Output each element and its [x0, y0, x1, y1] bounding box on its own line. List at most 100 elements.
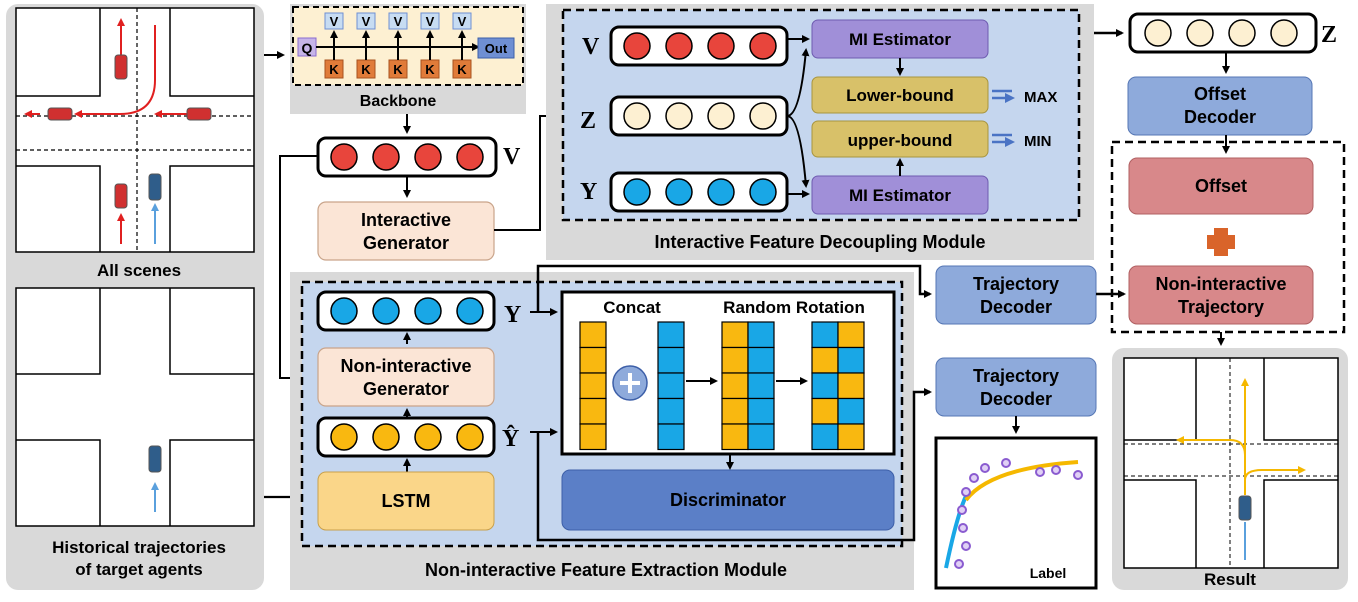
feature-node — [749, 32, 777, 60]
decoupling-z-nodes — [623, 102, 777, 130]
grid-cell — [579, 397, 607, 425]
discriminator-box — [561, 469, 895, 531]
feature-node — [372, 297, 400, 325]
grid-cell — [579, 346, 607, 374]
feature-node — [623, 102, 651, 130]
svg-text:MI Estimator: MI Estimator — [849, 186, 951, 205]
discriminator-label: Discriminator — [670, 490, 786, 510]
svg-text:Q: Q — [302, 40, 313, 56]
value-token — [324, 12, 344, 30]
trajectory-decoder-top-line1: Trajectory — [973, 274, 1059, 294]
grid-cell — [747, 346, 775, 374]
trajectory-decoder-bottom-line1: Trajectory — [973, 366, 1059, 386]
feature-node — [1270, 19, 1298, 47]
offset-decoder — [1127, 76, 1313, 136]
feature-node — [456, 297, 484, 325]
key-token-label: K — [457, 62, 467, 77]
v-symbol: V — [503, 144, 521, 170]
grid-cell — [657, 346, 685, 374]
trajectory-decoder-bottom-line2: Decoder — [980, 389, 1052, 409]
feature-node — [1186, 19, 1214, 47]
grid-cell — [721, 423, 749, 451]
feature-node — [665, 32, 693, 60]
trajectory-decoder-top-line2: Decoder — [980, 297, 1052, 317]
z-output-box — [1128, 12, 1318, 54]
feature-node — [749, 102, 777, 130]
decoupling-z-symbol: Z — [580, 108, 596, 134]
decoupling-y-box — [609, 171, 789, 213]
grid-cell — [811, 321, 839, 349]
feature-node — [330, 423, 358, 451]
grid-cell — [837, 372, 865, 400]
feature-node — [665, 178, 693, 206]
feature-node — [749, 178, 777, 206]
upper-bound-box — [811, 120, 989, 158]
value-token-label: V — [426, 14, 435, 29]
feature-node — [414, 423, 442, 451]
min-label: MIN — [1024, 133, 1052, 150]
value-token — [388, 12, 408, 30]
plus-icon — [1207, 228, 1235, 256]
value-token-label: V — [458, 14, 467, 29]
lstm-label: LSTM — [382, 491, 431, 511]
grid-cell — [657, 321, 685, 349]
feature-node — [330, 143, 358, 171]
z-output-symbol: Z — [1321, 22, 1337, 48]
svg-text:MI Estimator: MI Estimator — [849, 30, 951, 49]
offset-decoder-line1: Offset — [1194, 84, 1246, 104]
historical-label-line1: Historical trajectories — [52, 538, 226, 557]
offset-box — [1128, 157, 1314, 215]
key-token-label: K — [425, 62, 435, 77]
offset-group-box — [1110, 140, 1346, 334]
feature-node — [707, 178, 735, 206]
decoupling-v-nodes — [623, 32, 777, 60]
grid-cell — [747, 397, 775, 425]
grid-cell — [721, 372, 749, 400]
grid-cell — [747, 372, 775, 400]
y-feature-box — [316, 290, 496, 332]
offset-label: Offset — [1195, 176, 1247, 196]
feature-node — [623, 32, 651, 60]
grid-cell — [747, 423, 775, 451]
grid-cell — [837, 346, 865, 374]
feature-node — [1144, 19, 1172, 47]
feature-node — [707, 102, 735, 130]
value-token-label: V — [394, 14, 403, 29]
decoupling-v-box — [609, 25, 789, 67]
lstm-box — [317, 471, 495, 531]
value-token — [356, 12, 376, 30]
grid-cell — [579, 423, 607, 451]
key-token-label: K — [329, 62, 339, 77]
value-token — [452, 12, 472, 30]
interactive-generator-line2: Generator — [363, 233, 449, 253]
all-scenes-map — [15, 7, 255, 253]
y-hat-feature-nodes — [330, 423, 484, 451]
concat-plus-icon — [612, 365, 648, 401]
feature-node — [414, 143, 442, 171]
feature-node — [707, 32, 735, 60]
extraction-title: Non-interactive Feature Extraction Modul… — [425, 560, 787, 580]
backbone-tokens: Q Out — [297, 37, 515, 59]
label-text: Label — [1030, 565, 1067, 581]
grid-cell — [721, 321, 749, 349]
grid-cell — [837, 423, 865, 451]
decoupling-v-symbol: V — [582, 34, 600, 60]
feature-node — [665, 102, 693, 130]
grid-cell — [579, 321, 607, 349]
v-feature-nodes — [330, 143, 484, 171]
grid-cell — [811, 346, 839, 374]
lower-bound-box — [811, 76, 989, 114]
non-interactive-trajectory-box — [1128, 265, 1314, 325]
max-arrow-icon — [992, 89, 1015, 103]
feature-grids — [579, 321, 865, 451]
key-token-label: K — [393, 62, 403, 77]
non-interactive-trajectory-line2: Trajectory — [1178, 297, 1264, 317]
svg-text:Out: Out — [485, 41, 508, 56]
non-interactive-generator — [317, 347, 495, 407]
feature-node — [456, 143, 484, 171]
feature-node — [372, 143, 400, 171]
grid-cell — [657, 423, 685, 451]
result-label: Result — [1204, 570, 1256, 589]
decoupling-title: Interactive Feature Decoupling Module — [654, 232, 985, 252]
